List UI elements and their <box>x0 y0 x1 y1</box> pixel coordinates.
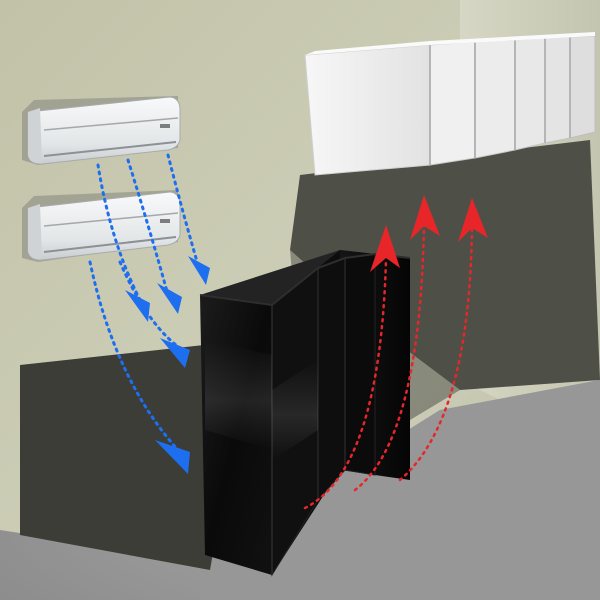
cool-air-arrow-4 <box>160 338 190 368</box>
cool-air-flow-1 <box>96 163 142 302</box>
duct-shadow <box>290 140 600 390</box>
cool-air-arrowheads <box>125 256 210 474</box>
server-rack-3 <box>344 253 376 476</box>
cool-air-flows <box>88 153 200 452</box>
hot-air-flow-2 <box>353 223 426 492</box>
cool-air-arrow-1 <box>125 290 150 322</box>
hot-air-flows <box>303 223 474 510</box>
hot-air-flow-1 <box>303 258 388 510</box>
cool-air-flow-3 <box>166 153 200 267</box>
hot-air-flow-3 <box>398 223 474 482</box>
cool-air-arrow-3 <box>188 256 210 285</box>
cool-air-flow-2 <box>126 158 170 297</box>
hot-air-arrow-1 <box>370 225 400 272</box>
wall-ac-unit-upper <box>22 96 181 165</box>
floor-far <box>200 380 600 600</box>
cool-air-arrow-2 <box>157 283 182 314</box>
server-racks <box>199 250 411 577</box>
server-rack-2 <box>317 257 346 502</box>
hot-air-arrow-3 <box>458 198 488 242</box>
hot-air-arrowheads <box>370 195 488 272</box>
cool-air-flow-5 <box>88 260 180 452</box>
ceiling-duct <box>304 32 596 176</box>
cool-air-arrow-5 <box>155 440 190 474</box>
hot-air-arrow-2 <box>410 195 440 240</box>
wall-shadow <box>20 340 250 570</box>
